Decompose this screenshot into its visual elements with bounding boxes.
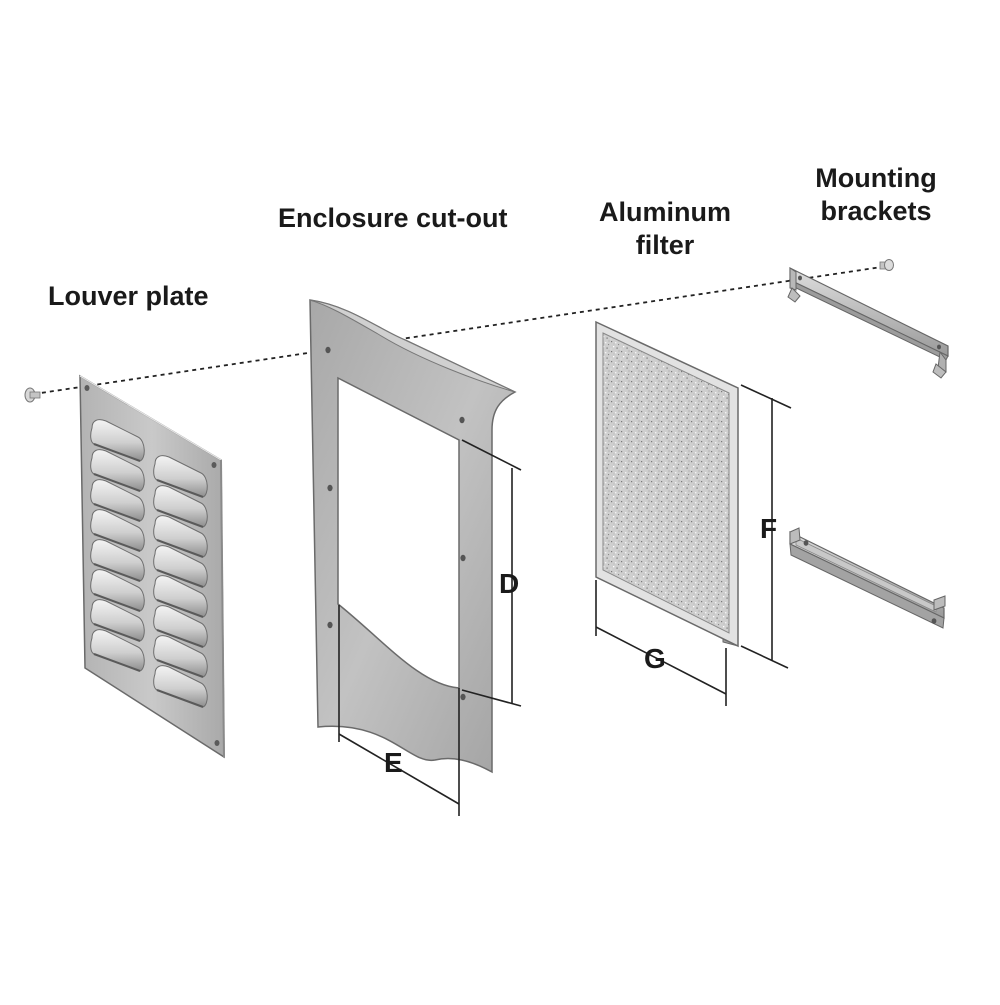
louver-slot-shadow: [93, 563, 141, 582]
louver-slot: [90, 479, 145, 522]
louver-slot: [153, 575, 208, 618]
label-aluminum-filter-line1: Aluminum: [599, 197, 731, 227]
label-aluminum-filter-line2: filter: [635, 229, 695, 260]
enclosure-holes: [325, 346, 466, 701]
dimension-e-lines: [338, 605, 460, 816]
screw-right: [879, 259, 894, 271]
louver-slot: [153, 455, 208, 498]
louver-slot: [90, 569, 145, 612]
louver-slot: [153, 605, 208, 648]
louver-slot-shadow: [156, 599, 204, 618]
louver-slot: [90, 599, 145, 642]
louver-slot: [90, 419, 145, 462]
label-enclosure-cutout: Enclosure cut-out: [278, 203, 508, 233]
louver-slot-shadow: [156, 659, 204, 678]
screw-left: [24, 387, 41, 403]
louver-slots: [90, 419, 208, 708]
louver-slot: [153, 515, 208, 558]
label-louver-plate: Louver plate: [48, 281, 209, 311]
dimension-label-d: D: [499, 568, 520, 599]
louver-slot-shadow: [93, 653, 141, 672]
louver-slot-shadow: [156, 539, 204, 558]
louver-slot-shadow: [93, 533, 141, 552]
enclosure-cutout-panel: [309, 299, 517, 774]
louver-slot-shadow: [93, 503, 141, 522]
label-mounting-brackets-line1: Mounting: [815, 163, 937, 193]
dimension-label-g: G: [644, 643, 666, 674]
louver-slot: [153, 545, 208, 588]
dimension-label-f: F: [760, 513, 778, 544]
louver-slot: [90, 449, 145, 492]
louver-slot-shadow: [93, 473, 141, 492]
label-aluminum-filter: Aluminum filter: [590, 196, 740, 262]
dimension-g-lines: [595, 580, 727, 706]
louver-plate: [79, 374, 225, 759]
louver-slot-shadow: [156, 479, 204, 498]
dimension-f-lines: [740, 384, 792, 669]
label-mounting-brackets: Mounting brackets: [806, 162, 946, 228]
louver-slot: [90, 539, 145, 582]
louver-slot-shadow: [156, 509, 204, 528]
dimension-d-lines: [461, 439, 522, 707]
mounting-bracket-bottom: [789, 527, 946, 629]
louver-slot-shadow: [93, 593, 141, 612]
louver-slot-shadow: [93, 443, 141, 462]
louver-slot: [153, 485, 208, 528]
louver-slot: [90, 629, 145, 672]
louver-slot-shadow: [156, 629, 204, 648]
louver-slot-shadow: [93, 623, 141, 642]
louver-slot: [153, 635, 208, 678]
louver-slot: [90, 509, 145, 552]
label-mounting-brackets-line2: brackets: [820, 195, 932, 226]
louver-slot-shadow: [156, 689, 204, 708]
aluminum-filter: [595, 320, 739, 648]
mounting-bracket-top: [787, 267, 949, 379]
louver-slot: [153, 665, 208, 708]
louver-slot-shadow: [156, 569, 204, 588]
dimension-label-e: E: [384, 747, 403, 778]
louver-plate-holes: [84, 385, 220, 746]
